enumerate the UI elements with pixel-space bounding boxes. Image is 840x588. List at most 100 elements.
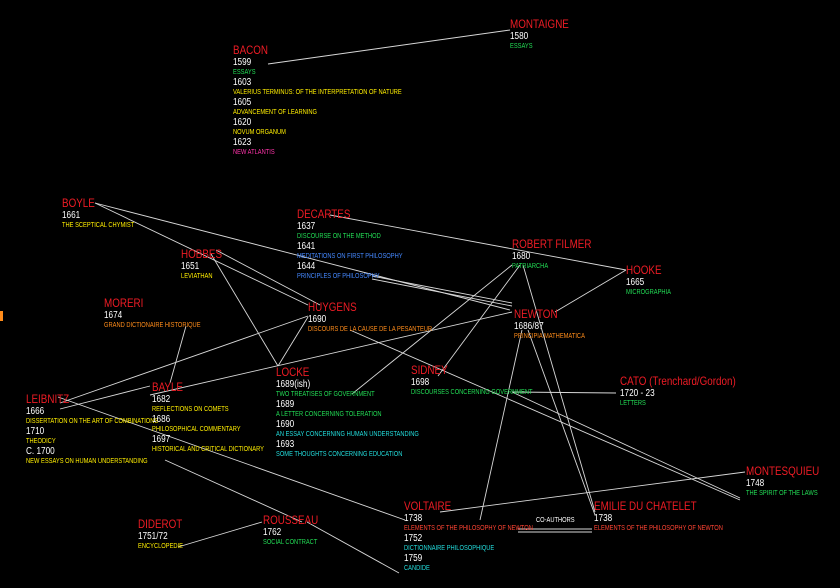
author-name: DECARTES xyxy=(297,207,351,221)
author-name: HUYGENS xyxy=(308,300,357,314)
work-title: DISCOURSES CONCERNING GOVERNMENT xyxy=(411,389,533,396)
author-name: MONTAIGNE xyxy=(510,17,569,31)
work-year: 1641 xyxy=(297,241,316,252)
author-name: NEWTON xyxy=(514,307,558,321)
edge-bayle-newton xyxy=(149,311,513,396)
work-title: TWO TREATISES OF GOVERNMENT xyxy=(276,391,375,398)
work-year: 1682 xyxy=(152,394,171,405)
edge-bacon-montaigne xyxy=(267,29,511,65)
work-year: 1644 xyxy=(297,261,316,272)
work-year: 1690 xyxy=(308,314,327,325)
author-name: MORERI xyxy=(104,296,144,310)
edge-sidney-cato xyxy=(511,391,617,394)
work-title: SOCIAL CONTRACT xyxy=(263,539,318,546)
edge-voltaire-montesquieu xyxy=(439,471,746,513)
edge-leibnitz-voltaire xyxy=(57,396,406,521)
work-title: VALERIUS TERMINUS: OF THE INTERPRETATION… xyxy=(233,89,402,96)
work-year: C. 1700 xyxy=(26,446,55,457)
work-title: ELEMENTS OF THE PHILOSOPHY OF NEWTON xyxy=(404,525,533,532)
work-year: 1751/72 xyxy=(138,531,168,542)
work-year: 1637 xyxy=(297,221,316,232)
work-title: THE SCEPTICAL CHYMIST xyxy=(62,222,135,229)
work-year: 1674 xyxy=(104,310,123,321)
work-title: NOVUM ORGANUM xyxy=(233,129,286,136)
work-year: 1738 xyxy=(594,513,613,524)
work-title: THEODICY xyxy=(26,438,56,445)
edge-newton-voltaire xyxy=(479,329,523,521)
work-title: ENCYCLOPEDIE xyxy=(138,543,183,550)
work-year: 1689(ish) xyxy=(276,379,311,390)
work-year: 1690 xyxy=(276,419,295,430)
work-year: 1738 xyxy=(404,513,423,524)
work-year: 1661 xyxy=(62,210,81,221)
work-year: 1710 xyxy=(26,426,45,437)
work-year: 1752 xyxy=(404,533,423,544)
work-title: ADVANCEMENT OF LEARNING xyxy=(233,109,317,116)
edge-boyle-huygens xyxy=(94,202,309,306)
work-year: 1697 xyxy=(152,434,171,445)
author-name: SIDNEY xyxy=(411,363,448,377)
work-year: 1720 - 23 xyxy=(620,388,655,399)
work-year: 1698 xyxy=(411,377,430,388)
work-year: 1623 xyxy=(233,137,252,148)
author-name: ROBERT FILMER xyxy=(512,237,592,251)
edge-hobbes-huygens xyxy=(215,249,321,306)
edge-label-coauthors: CO-AUTHORS xyxy=(536,517,575,524)
edge-diderot-rousseau xyxy=(177,521,263,548)
edge-hobbes-locke xyxy=(210,253,279,367)
work-year: 1762 xyxy=(263,527,282,538)
author-name: DIDEROT xyxy=(138,517,183,531)
work-title: NEW ESSAYS ON HUMAN UNDERSTANDING xyxy=(26,458,148,465)
work-title: MEDITATIONS ON FIRST PHILOSOPHY xyxy=(297,253,403,260)
edge-huygens-leibnitz xyxy=(59,315,309,404)
work-title: GRAND DICTIONAIRE HISTORIQUE xyxy=(104,322,201,329)
work-title: DISCOURS DE LA CAUSE DE LA PESANTEUR xyxy=(308,326,433,333)
author-name: BACON xyxy=(233,43,269,57)
edge-moreri-bayle xyxy=(169,325,187,384)
edge-sidney-filmer xyxy=(437,264,521,377)
work-year: 1605 xyxy=(233,97,252,108)
work-title: PRINCIPIA MATHEMATICA xyxy=(514,333,585,340)
work-title: PHILOSOPHICAL COMMENTARY xyxy=(152,426,241,433)
work-title: CANDIDE xyxy=(404,565,430,572)
work-year: 1651 xyxy=(181,261,200,272)
edge-decartes-hooke xyxy=(329,214,627,271)
work-title: LEVIATHAN xyxy=(181,273,213,280)
work-year: 1748 xyxy=(746,478,765,489)
author-name: LOCKE xyxy=(276,365,310,379)
edge-bayle-rousseau xyxy=(164,459,303,523)
work-title: DISCOURSE ON THE METHOD xyxy=(297,233,381,240)
work-year: 1686 xyxy=(152,414,171,425)
edge-filmer-chatelet xyxy=(522,264,596,513)
work-year: 1599 xyxy=(233,57,252,68)
work-title: HISTORICAL AND CRITICAL DICTIONARY xyxy=(152,446,264,453)
work-title: LETTERS xyxy=(620,400,646,407)
work-year: 1693 xyxy=(276,439,295,450)
edge-locke-filmer xyxy=(351,264,513,395)
work-title: SOME THOUGHTS CONCERNING EDUCATION xyxy=(276,451,403,458)
work-title: AN ESSAY CONCERNING HUMAN UNDERSTANDING xyxy=(276,431,419,438)
work-title: DISSERTATION ON THE ART OF COMBINATIONS xyxy=(26,418,159,425)
work-year: 1759 xyxy=(404,553,423,564)
author-name: BAYLE xyxy=(152,380,184,394)
edge-sidney-montesquieu xyxy=(511,391,741,499)
edge-decartes-newton-b xyxy=(371,278,513,307)
work-title: THE SPIRIT OF THE LAWS xyxy=(746,490,818,497)
edge-huygens-locke xyxy=(277,316,309,367)
